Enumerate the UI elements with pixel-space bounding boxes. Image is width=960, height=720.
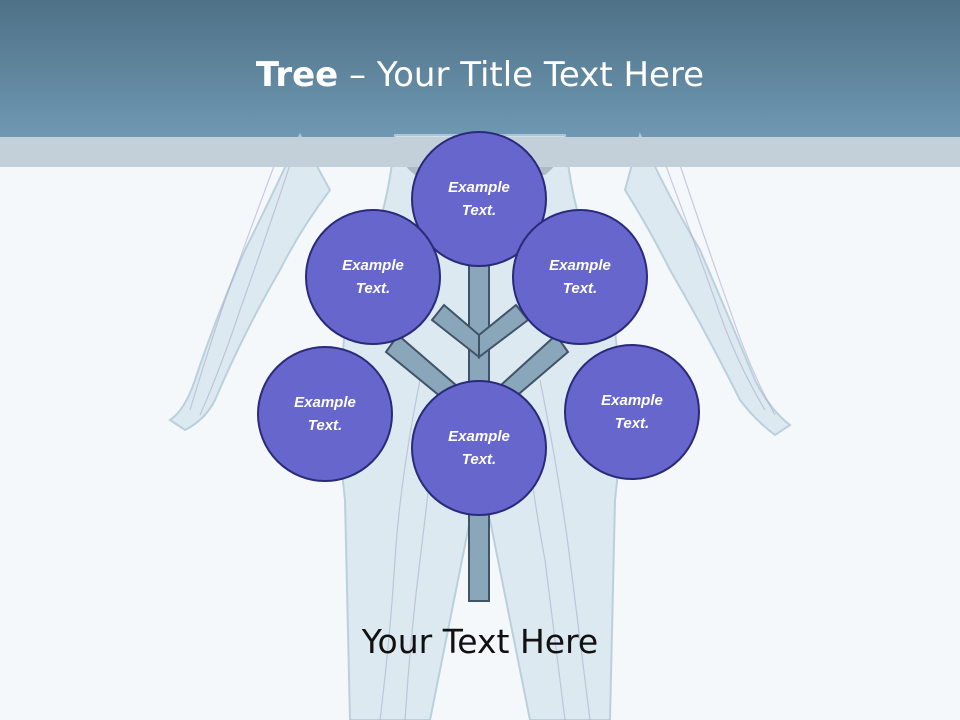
tree-node-label: Example Text. [549, 257, 611, 297]
tree-node-label: Example Text. [601, 392, 663, 432]
slide-title: Tree – Your Title Text Here [0, 54, 960, 96]
tree-node-label: Example Text. [448, 179, 510, 219]
tree-node-lower-left: Example Text. [257, 346, 393, 482]
slide-caption: Your Text Here [361, 622, 599, 661]
tree-node-upper-left: Example Text. [305, 209, 441, 345]
tree-node-label: Example Text. [342, 257, 404, 297]
tree-node-label: Example Text. [294, 394, 356, 434]
header-bar [0, 0, 960, 137]
tree-node-lower-right: Example Text. [564, 344, 700, 480]
title-rest: – Your Title Text Here [338, 55, 705, 95]
tree-node-center: Example Text. [411, 380, 547, 516]
title-bold: Tree [255, 55, 339, 95]
tree-node-upper-right: Example Text. [512, 209, 648, 345]
tree-node-label: Example Text. [448, 428, 510, 468]
